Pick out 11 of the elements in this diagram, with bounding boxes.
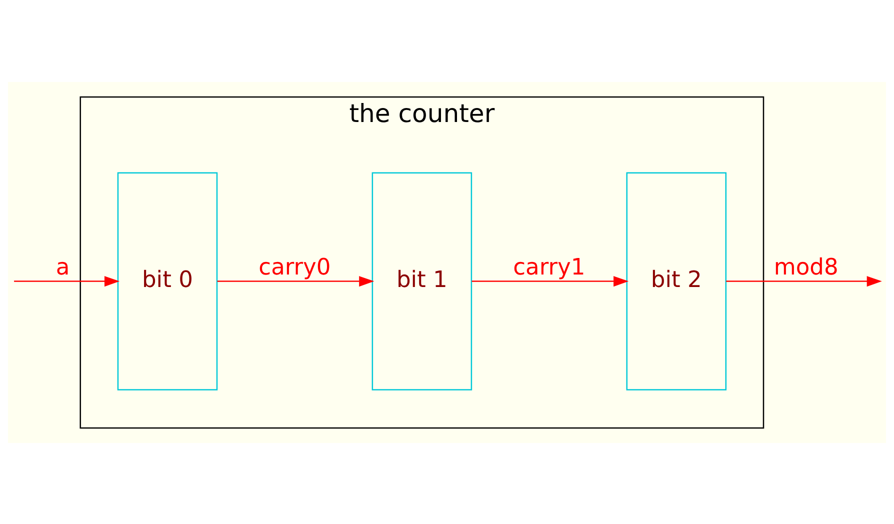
arrow (726, 276, 882, 286)
edge-label: carry0 (258, 254, 331, 280)
edge-label: carry1 (513, 254, 586, 280)
node-box: bit 2 (626, 172, 727, 390)
node-box: bit 1 (372, 172, 472, 390)
edge-label: a (56, 254, 70, 280)
node-box: bit 0 (117, 172, 218, 390)
edge-label: mod8 (774, 254, 838, 280)
arrow (472, 276, 629, 286)
arrow (14, 276, 120, 286)
arrow (217, 276, 374, 286)
